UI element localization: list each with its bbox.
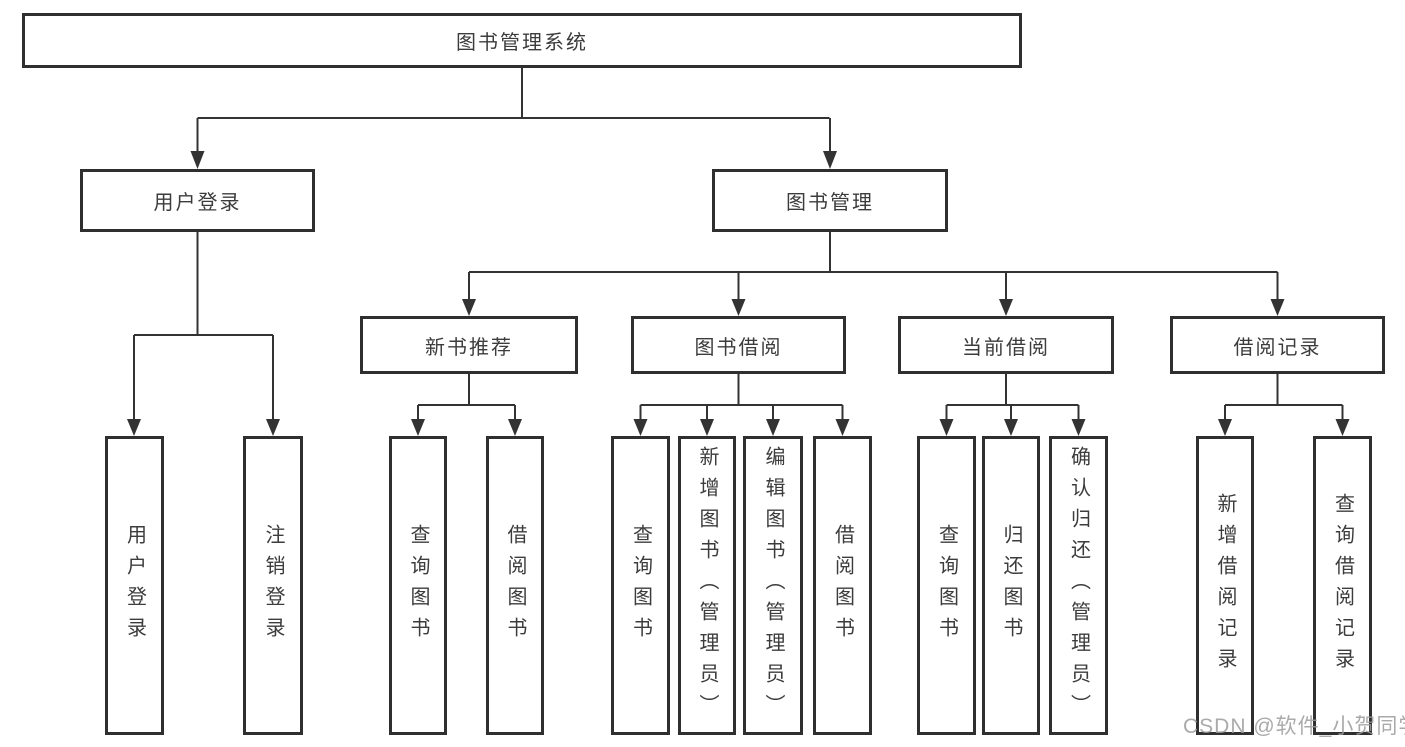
node-edit-book: 编辑图书（管理员） [743,436,803,735]
connector-book-borrow-to-leaves [633,374,850,436]
connector-borrow-record-to-leaves [1218,374,1350,436]
node-edit-book-label: 编辑图书（管理员） [762,446,784,725]
arrowhead [266,419,280,436]
arrowhead [766,419,780,436]
node-query-book-3-label: 查询图书 [935,523,958,648]
node-logout-leaf-label: 注销登录 [262,523,284,648]
arrowhead [999,299,1013,316]
connector-current-borrow-to-leaves [939,374,1086,436]
csdn-watermark: CSDN @软件_小贺同学 [1183,715,1405,738]
arrowhead [633,419,648,436]
node-user-login-leaf: 用户登录 [105,436,164,735]
node-query-book-2-label: 查询图书 [629,523,652,648]
node-add-book: 新增图书（管理员） [678,436,736,735]
connector-new-book-rec-to-leaves [411,374,522,436]
arrowhead [1071,419,1086,436]
arrowhead [1218,419,1232,436]
node-borrow-book-2-label: 借阅图书 [831,523,854,648]
connector-root-to-level2 [190,68,837,169]
arrowhead [1335,419,1350,436]
node-borrow-record-label: 借阅记录 [1233,336,1322,359]
node-add-book-label: 新增图书（管理员） [696,446,718,725]
node-new-book-rec-label: 新书推荐 [425,336,513,359]
arrowhead [411,419,425,436]
node-current-borrow: 当前借阅 [898,316,1114,374]
arrowhead [823,151,837,169]
node-user-login: 用户登录 [80,169,315,232]
node-book-borrow: 图书借阅 [631,316,846,374]
node-confirm-return-label: 确认归还（管理员） [1067,446,1090,725]
node-query-book-3: 查询图书 [917,436,976,735]
arrowhead [190,151,205,169]
arrowhead [835,419,850,436]
connector-user-login-to-leaves [127,232,280,436]
node-query-borrow-record: 查询借阅记录 [1313,436,1372,735]
node-borrow-record: 借阅记录 [1170,316,1385,374]
arrowhead [731,299,746,316]
node-confirm-return: 确认归还（管理员） [1049,436,1108,735]
node-query-borrow-record-label: 查询借阅记录 [1331,492,1354,679]
node-borrow-book-1-label: 借阅图书 [504,523,526,648]
arrowhead [462,299,476,316]
node-logout-leaf: 注销登录 [243,436,303,735]
connector-book-mgmt-to-level3 [462,232,1285,316]
node-user-login-leaf-label: 用户登录 [123,523,146,648]
arrowhead [1270,299,1285,316]
node-query-book-2: 查询图书 [611,436,670,735]
arrowhead [1004,419,1018,436]
arrowhead [127,419,141,436]
node-book-borrow-label: 图书借阅 [694,336,783,359]
node-borrow-book-2: 借阅图书 [813,436,872,735]
node-query-book-1: 查询图书 [389,436,447,735]
node-book-mgmt-label: 图书管理 [786,192,874,214]
node-return-book-label: 归还图书 [1000,523,1022,648]
node-user-login-label: 用户登录 [153,192,242,214]
node-current-borrow-label: 当前借阅 [962,336,1050,359]
node-borrow-book-1: 借阅图书 [486,436,544,735]
arrowhead [939,419,954,436]
arrowhead [700,419,714,436]
node-root: 图书管理系统 [22,13,1022,68]
node-add-borrow-record-label: 新增借阅记录 [1214,492,1236,679]
arrowhead [508,419,522,436]
node-query-book-1-label: 查询图书 [407,523,429,648]
node-book-mgmt: 图书管理 [712,169,948,232]
node-root-label: 图书管理系统 [456,32,588,54]
node-return-book: 归还图书 [982,436,1040,735]
node-new-book-rec: 新书推荐 [360,316,578,374]
node-add-borrow-record: 新增借阅记录 [1196,436,1254,735]
